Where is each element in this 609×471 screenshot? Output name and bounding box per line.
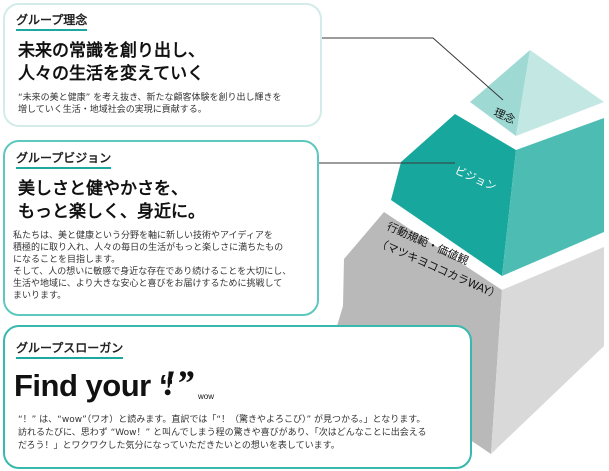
slogan-body-3: だろう！」とワクワクした気分になっていただきたいとの想いを表しています。 (18, 441, 340, 451)
slogan-wow-label: wow (198, 392, 215, 401)
vision-body-5: 生活や地域に、より大きな安心と喜びをお届けするために挑戦して (13, 279, 283, 289)
philosophy-body-1: “未来の美と健康” を考え抜き、新たな顧客体験を創り出し輝きを (18, 93, 282, 103)
slogan-body-1: “！” は、“wow”（ワオ）と読みます。直訳では「“！（驚きやよろこび）” が… (18, 415, 426, 425)
vision-body-3: になることを目指します。 (13, 255, 121, 265)
vision-body-2: 積極的に取り入れ、人々の毎日の生活がもっと楽しさに満ちたもの (13, 243, 284, 253)
slogan-find-your: Find your “ (14, 368, 174, 403)
slogan-body-2: 訪れるたびに、思わず “Wow！” と叫んでしまう程の驚きや喜びがあり、「次はど… (18, 428, 427, 438)
pyramid-top-left-face (470, 50, 530, 136)
vision-headline-2: もっと楽しく、身近に。 (18, 202, 205, 222)
slogan-tag: グループスローガン (16, 339, 124, 359)
philosophy-tag: グループ理念 (16, 11, 88, 31)
pyramid-middle-right-face (502, 118, 604, 276)
vision-headline-1: 美しさと健やかさを、 (18, 179, 188, 199)
slogan-card: グループスローガン “！” は、“wow”（ワオ）と読みます。直訳では「“！（驚… (3, 325, 472, 469)
vision-body-4: そして、人の想いに敏感で身近な存在であり続けることを大切にし、 (13, 267, 292, 277)
vision-body-6: まいります。 (13, 291, 67, 301)
slogan-exclamation-mark: !” (162, 363, 195, 403)
philosophy-headline-1: 未来の常識を創り出し、 (18, 41, 205, 61)
pyramid-bottom-right-face (491, 247, 604, 454)
philosophy-card: グループ理念 未来の常識を創り出し、 人々の生活を変えていく “未来の美と健康”… (3, 3, 322, 127)
pyramid-top-right-face (516, 50, 604, 136)
philosophy-headline-2: 人々の生活を変えていく (18, 64, 205, 84)
philosophy-body-2: 増していく生活・地域社会の実現に貢献する。 (18, 105, 207, 115)
vision-tag: グループビジョン (16, 149, 112, 169)
connector-philosophy (322, 37, 504, 101)
vision-card: グループビジョン 美しさと健やかさを、 もっと楽しく、身近に。 私たちは、美と健… (3, 140, 319, 316)
pyramid-middle-left-face (391, 114, 516, 276)
vision-body-1: 私たちは、美と健康という分野を軸に新しい技術やアイディアを (13, 231, 273, 241)
